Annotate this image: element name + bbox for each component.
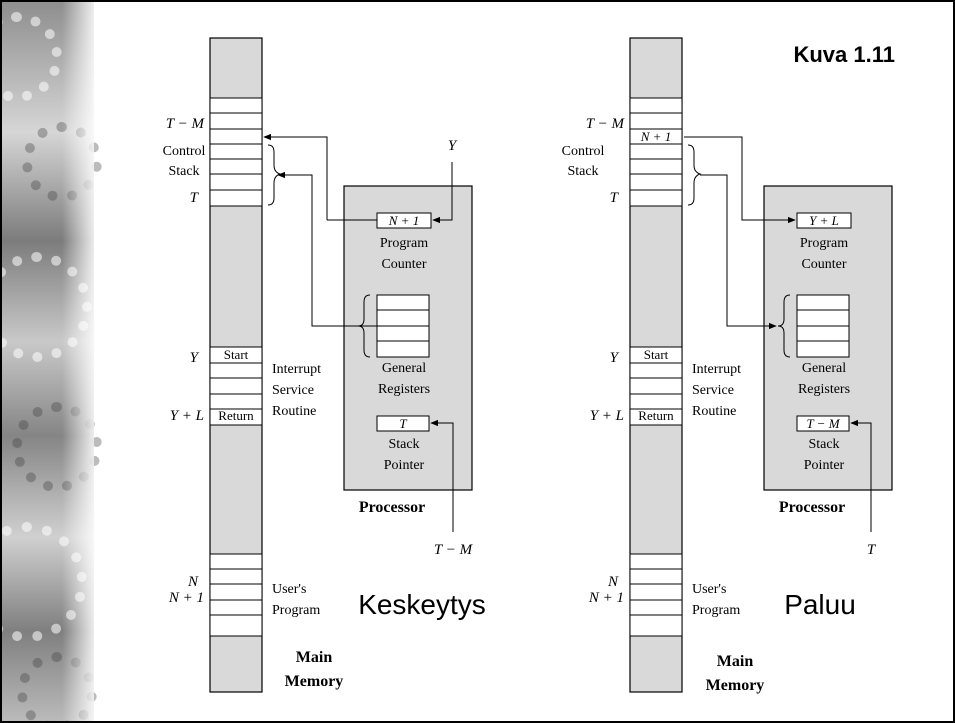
label-routine: Routine — [272, 404, 316, 419]
input-t: T — [867, 542, 877, 558]
start-cell: Start — [224, 347, 249, 362]
label-n-plus-1: N + 1 — [168, 590, 204, 606]
panel-right: N + 1 Start Return T − M Control Stack T… — [562, 38, 892, 694]
label-t: T — [190, 190, 200, 206]
panel-left: Start Return T − M Control Stack T Y Y +… — [163, 38, 486, 692]
sp-value: T − M — [806, 416, 840, 431]
label-stack: Stack — [168, 164, 199, 179]
diagram-label: Program — [380, 236, 428, 251]
label-y-plus-l: Y + L — [170, 408, 204, 424]
diagram-label: Stack — [808, 437, 839, 452]
diagram-label: Stack — [388, 437, 419, 452]
label-service: Service — [272, 383, 314, 398]
label-y: Y — [610, 350, 620, 366]
input-t-minus-m: T − M — [434, 542, 474, 558]
diagram-label: Pointer — [804, 458, 845, 473]
label-interrupt: Interrupt — [692, 362, 741, 377]
caption-keskeytys: Keskeytys — [358, 589, 486, 620]
label-t-minus-m: T − M — [586, 116, 626, 132]
label-control: Control — [163, 144, 206, 159]
label-program: Program — [692, 603, 740, 618]
label-n-plus-1: N + 1 — [588, 590, 624, 606]
pc-value: N + 1 — [388, 213, 419, 228]
label-main: Main — [717, 653, 754, 670]
label-memory: Memory — [285, 673, 344, 690]
user-program-region — [630, 554, 682, 636]
user-program-region — [210, 554, 262, 636]
sp-value: T — [399, 416, 407, 431]
label-memory: Memory — [706, 677, 765, 694]
diagram-label: Registers — [378, 382, 430, 397]
label-users: User's — [692, 582, 726, 597]
label-interrupt: Interrupt — [272, 362, 321, 377]
stack-brace — [688, 145, 700, 205]
label-n: N — [607, 574, 619, 590]
label-stack: Stack — [567, 164, 598, 179]
diagram-label: General — [382, 361, 426, 376]
processor-title: Processor — [359, 499, 425, 516]
label-t-minus-m: T − M — [166, 116, 206, 132]
diagram-label: General — [802, 361, 846, 376]
label-users: User's — [272, 582, 306, 597]
start-cell: Start — [644, 347, 669, 362]
diagram-label: Counter — [381, 257, 426, 272]
label-y-plus-l: Y + L — [590, 408, 624, 424]
diagram-label: Program — [800, 236, 848, 251]
stack-top-value: N + 1 — [640, 129, 671, 144]
label-service: Service — [692, 383, 734, 398]
input-y: Y — [448, 138, 458, 154]
pc-value: Y + L — [809, 213, 839, 228]
diagram-label: Counter — [801, 257, 846, 272]
label-program: Program — [272, 603, 320, 618]
label-main: Main — [296, 649, 333, 666]
label-n: N — [187, 574, 199, 590]
return-cell: Return — [218, 408, 254, 423]
caption-paluu: Paluu — [784, 589, 856, 620]
diagram-label: Pointer — [384, 458, 425, 473]
processor-title: Processor — [779, 499, 845, 516]
return-cell: Return — [638, 408, 674, 423]
figure-title: Kuva 1.11 — [793, 42, 895, 67]
label-t: T — [610, 190, 620, 206]
label-y: Y — [190, 350, 200, 366]
label-control: Control — [562, 144, 605, 159]
label-routine: Routine — [692, 404, 736, 419]
diagram-label: Registers — [798, 382, 850, 397]
